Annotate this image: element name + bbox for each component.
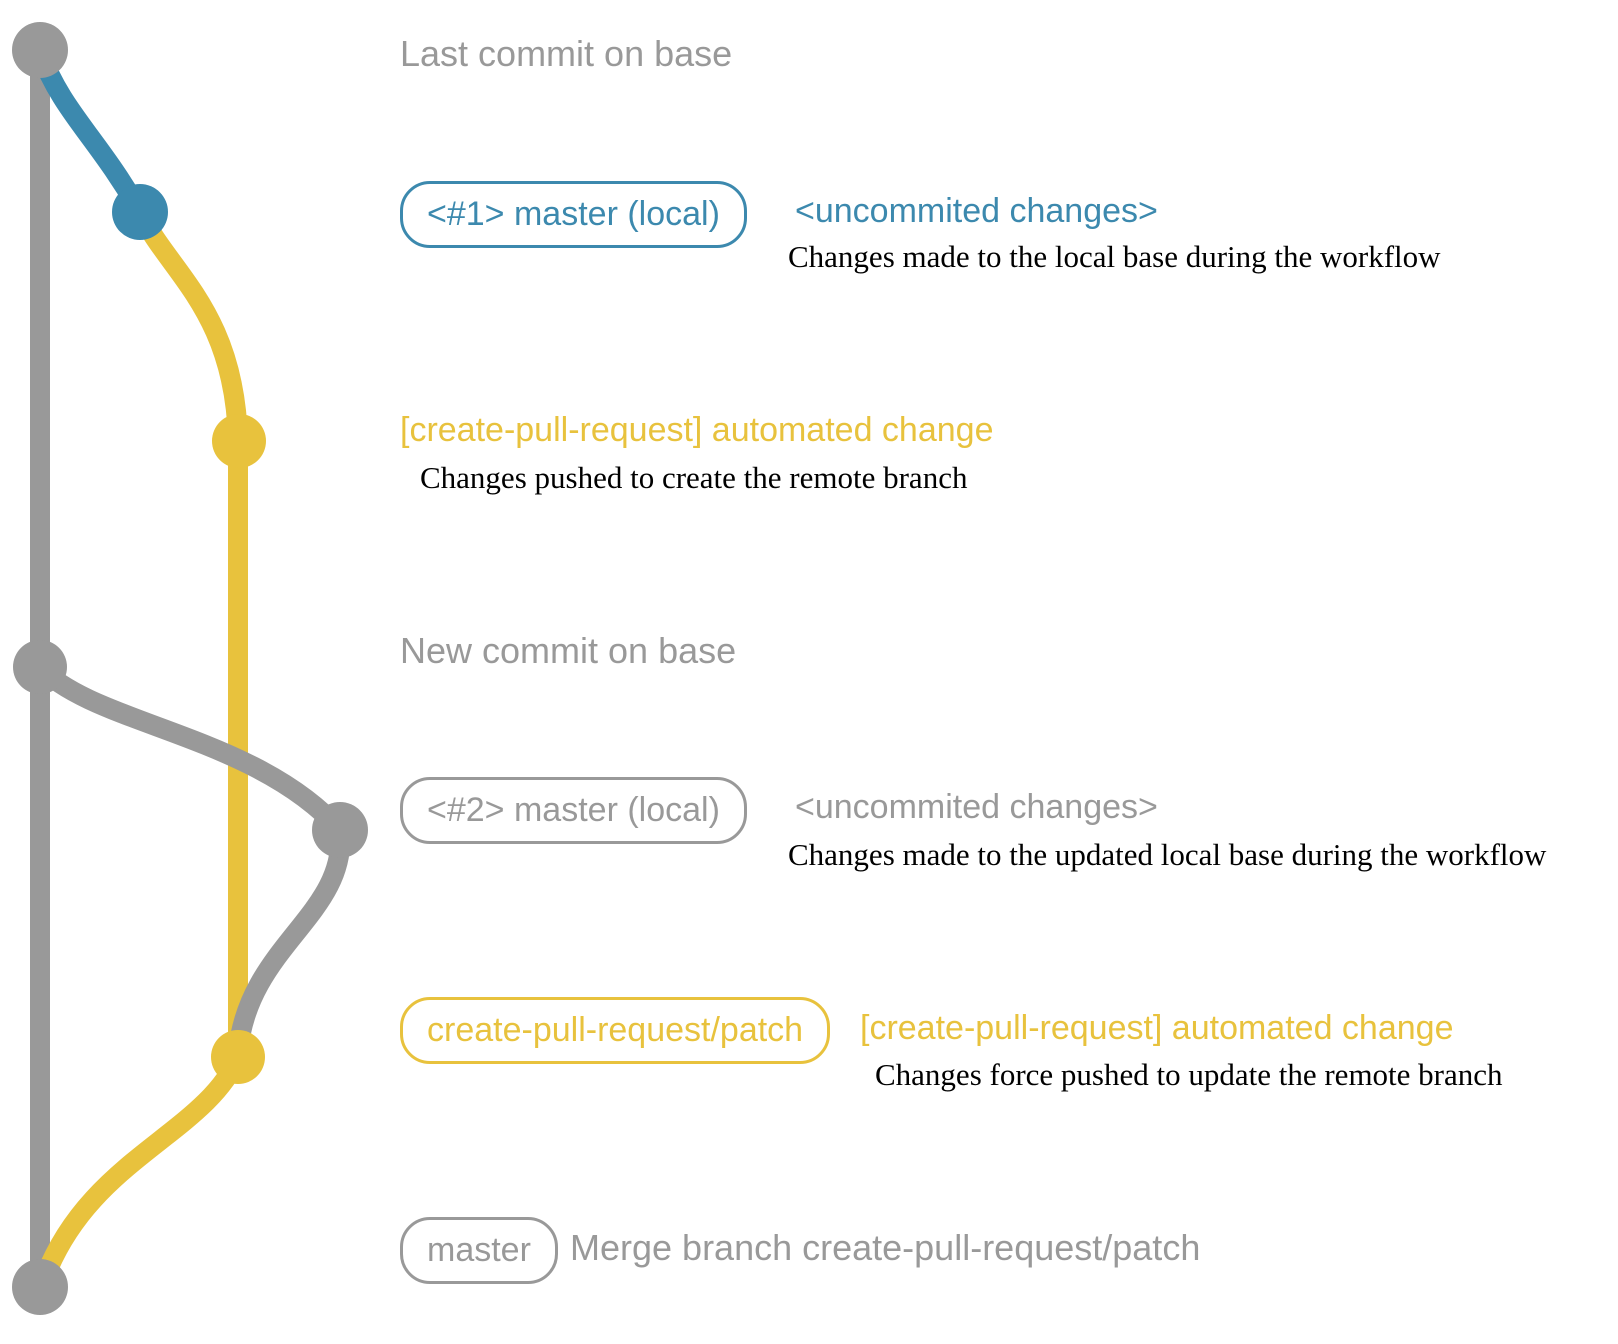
push2-note: Changes force pushed to update the remot… xyxy=(875,1057,1503,1092)
push1-message: [create-pull-request] automated change xyxy=(400,411,994,449)
local-branch-return-curve-2 xyxy=(228,829,351,1054)
badge-master-local-2: <#2> master (local) xyxy=(400,777,747,844)
merge-message: Merge branch create-pull-request/patch xyxy=(570,1227,1201,1268)
badge-master: master xyxy=(400,1217,558,1284)
remote-branch-out-curve xyxy=(130,207,248,442)
commit-dot-last-base xyxy=(12,22,68,78)
commit-dot-local-1 xyxy=(112,184,168,240)
badge-create-pull-request-patch: create-pull-request/patch xyxy=(400,997,831,1064)
commit-dot-new-base xyxy=(13,640,67,694)
badge-master-local-1: <#1> master (local) xyxy=(400,181,747,248)
commit1-message: <uncommited changes> xyxy=(795,192,1158,230)
last-commit-label: Last commit on base xyxy=(400,33,733,74)
remote-branch-merge-curve xyxy=(32,1052,248,1289)
commit-dot-remote-2 xyxy=(211,1030,265,1084)
commit-dot-local-2 xyxy=(312,802,368,858)
push2-message: [create-pull-request] automated change xyxy=(860,1009,1454,1047)
commit-dot-merge xyxy=(12,1259,68,1315)
push1-note: Changes pushed to create the remote bran… xyxy=(420,460,968,495)
local-branch-out-curve-2 xyxy=(32,659,348,837)
commit-dot-remote-1 xyxy=(212,414,266,468)
commit1-note: Changes made to the local base during th… xyxy=(788,239,1441,274)
commit2-message: <uncommited changes> xyxy=(795,788,1158,826)
commit2-note: Changes made to the updated local base d… xyxy=(788,837,1547,872)
new-commit-label: New commit on base xyxy=(400,630,737,671)
local-branch-curve-1 xyxy=(30,48,149,217)
